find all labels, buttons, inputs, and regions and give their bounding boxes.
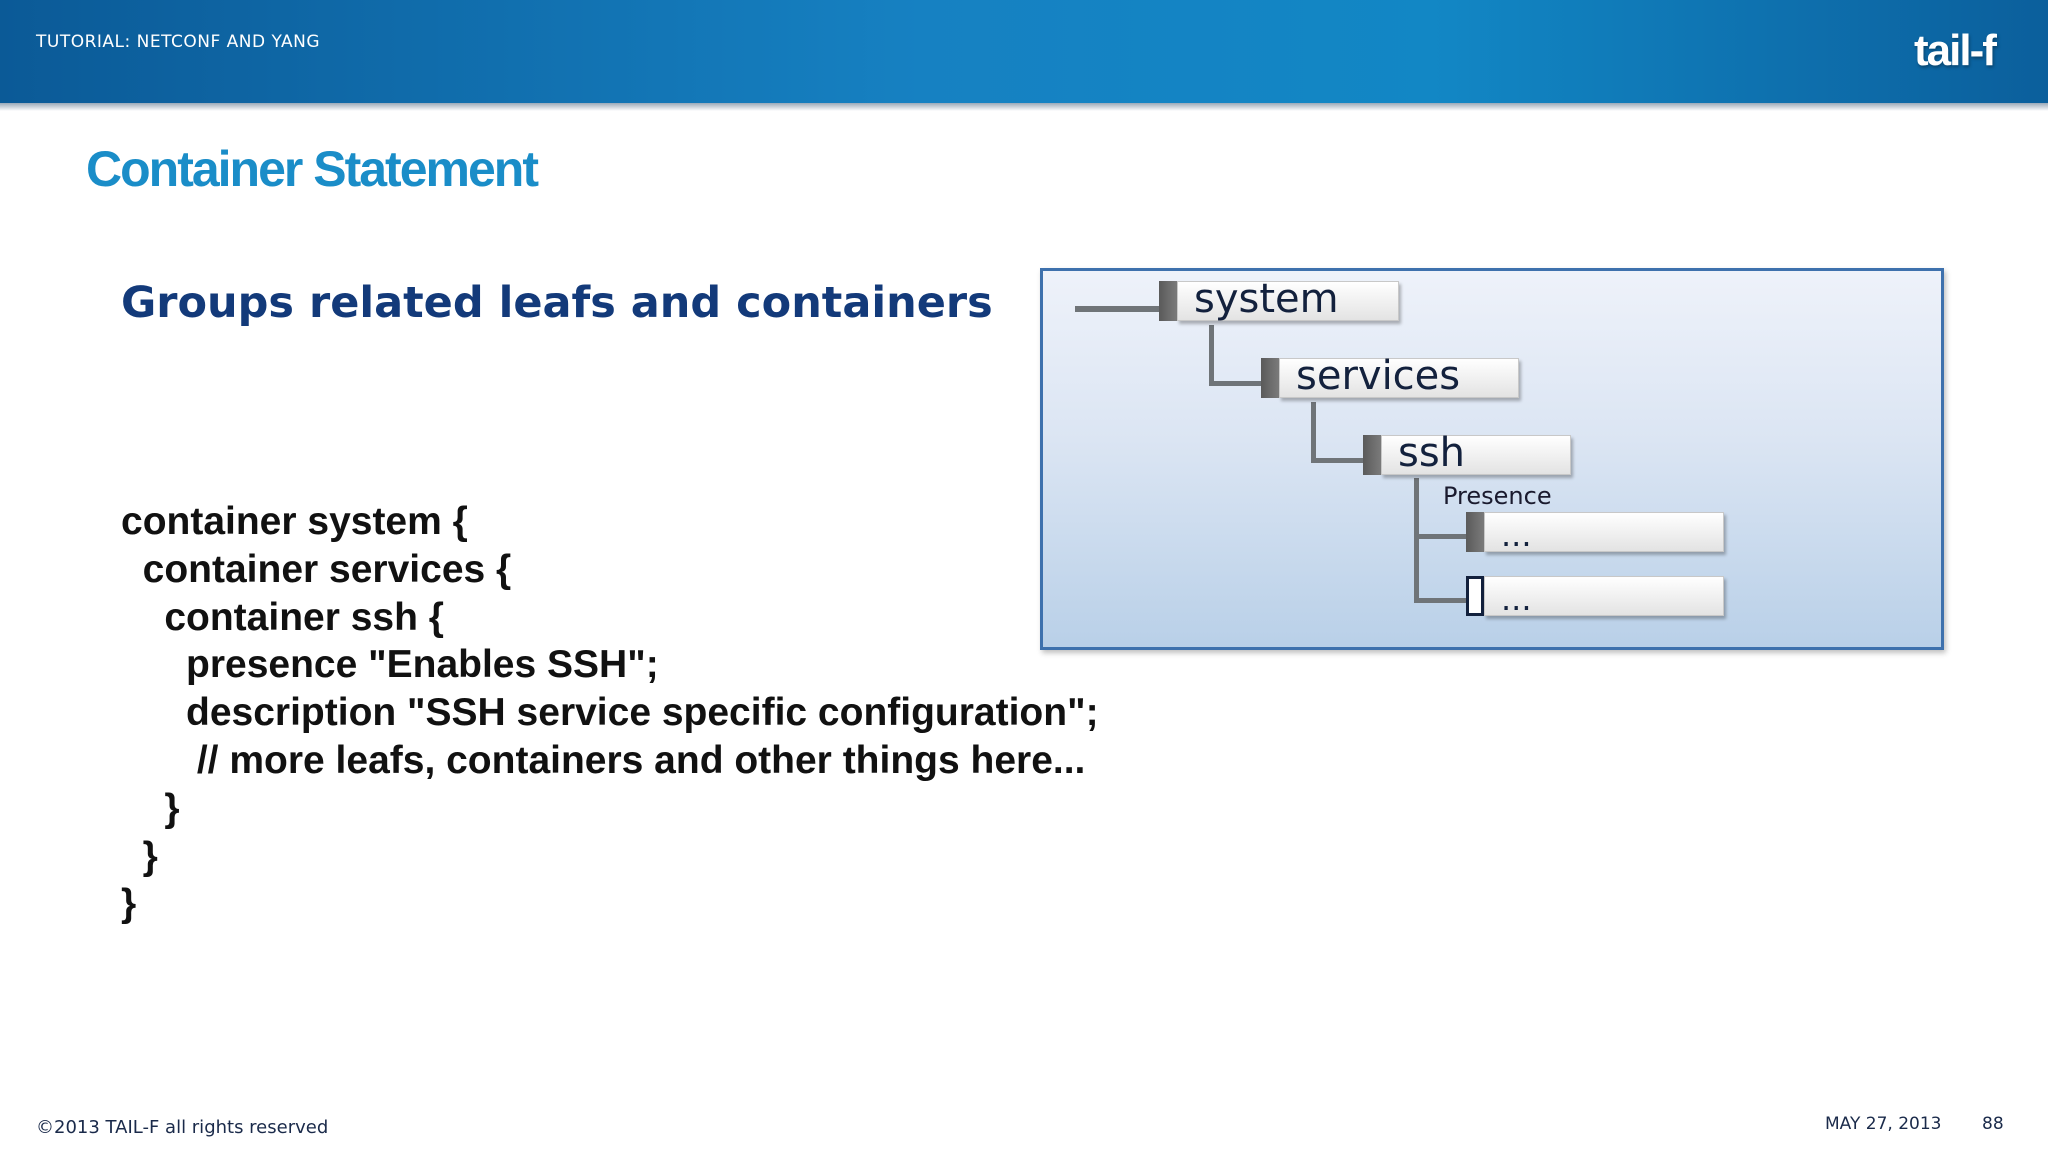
connector-line — [1311, 458, 1365, 463]
connector-line — [1414, 534, 1466, 539]
footer-copyright: ©2013 TAIL-F all rights reserved — [36, 1117, 329, 1138]
header-shadow — [0, 103, 2048, 111]
code-line: } — [121, 882, 137, 926]
container-handle-icon — [1159, 281, 1177, 321]
header-label: TUTORIAL: NETCONF AND YANG — [36, 32, 321, 52]
connector-line — [1414, 598, 1466, 603]
node-label: ... — [1501, 516, 1532, 554]
container-handle-icon — [1261, 358, 1279, 398]
node-label: ... — [1501, 580, 1532, 618]
connector-line — [1414, 478, 1419, 602]
tree-node-child: ... — [1484, 512, 1724, 554]
footer-date: MAY 27, 2013 — [1825, 1114, 1942, 1134]
tree-node-child: ... — [1484, 576, 1724, 618]
code-line: // more leafs, containers and other thin… — [121, 738, 1086, 782]
connector-line — [1075, 306, 1163, 312]
container-handle-icon — [1363, 435, 1381, 475]
code-line: container services { — [121, 547, 512, 591]
node-label: system — [1194, 276, 1339, 322]
code-block: container system { container services { … — [121, 498, 1099, 928]
connector-line — [1209, 325, 1214, 385]
slide-title: Container Statement — [86, 141, 539, 197]
code-line: container ssh { — [121, 595, 444, 639]
code-line: presence "Enables SSH"; — [121, 643, 659, 687]
code-line: description "SSH service specific config… — [121, 691, 1099, 735]
leaf-handle-icon — [1466, 512, 1484, 552]
presence-label: Presence — [1443, 482, 1552, 510]
code-line: } — [121, 834, 158, 878]
node-label: ssh — [1398, 430, 1466, 476]
leaf-handle-icon — [1466, 576, 1484, 616]
slide-subtitle: Groups related leafs and containers — [121, 278, 993, 328]
connector-line — [1209, 381, 1263, 386]
code-line: container system { — [121, 500, 468, 543]
header-bar — [0, 0, 2048, 103]
tree-node-services: services — [1279, 353, 1519, 399]
tree-node-ssh: ssh — [1381, 430, 1571, 476]
page-number: 88 — [1982, 1114, 2004, 1134]
tailf-logo: tail-f — [1914, 26, 1997, 75]
tree-node-system: system — [1177, 276, 1399, 322]
connector-line — [1311, 402, 1316, 462]
code-line: } — [121, 786, 180, 830]
node-label: services — [1296, 353, 1461, 399]
